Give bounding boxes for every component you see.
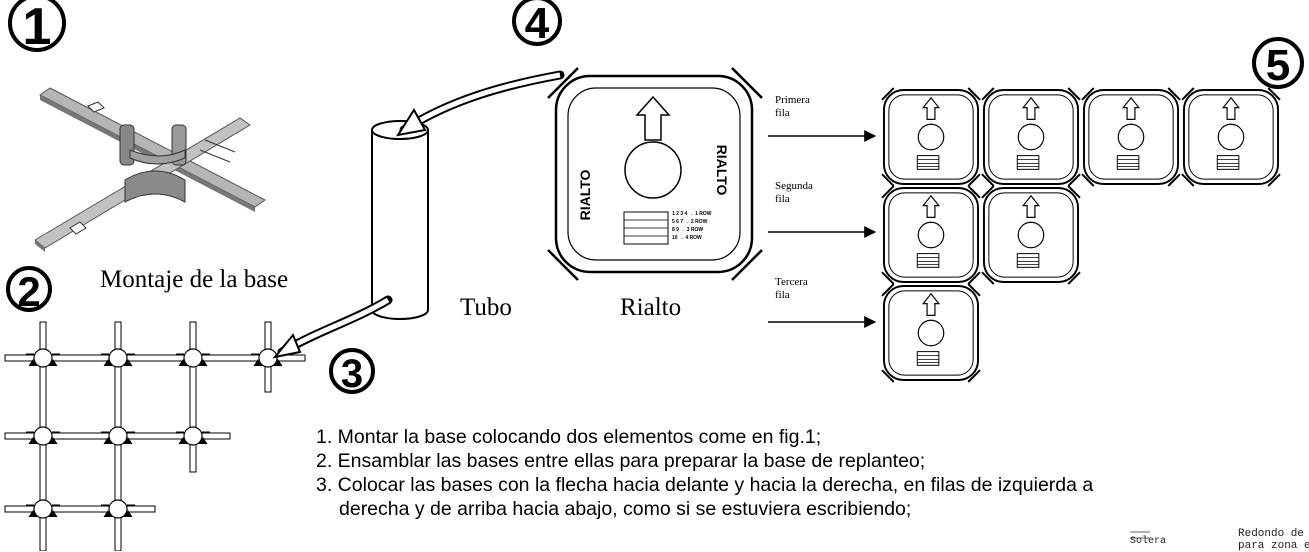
note-solera: Solera (1130, 536, 1167, 547)
base-assembly-illustration (34, 87, 266, 252)
module-legend: 1 2 3 4 → 1 ROW 5 6 7 → 2 ROW 8 9 → 3 RO… (672, 211, 712, 241)
caption-rialto: Rialto (620, 294, 682, 321)
instruction-3: 3. Colocar las bases con la flecha hacia… (316, 474, 1094, 520)
instruction-list: 1. Montar la base colocando dos elemento… (316, 425, 1196, 521)
caption-base-assembly: Montaje de la base (100, 266, 289, 293)
instruction-2: 2. Ensamblar las bases entre ellas para … (316, 450, 926, 472)
step-number-3: 3 (329, 348, 375, 396)
step-number-2: 2 (6, 266, 52, 314)
base-grid-illustration (4, 321, 306, 551)
tube-illustration (371, 120, 429, 320)
instruction-1: 1. Montar la base colocando dos elemento… (316, 426, 822, 448)
rialto-brand-right: RIALTO (714, 145, 730, 196)
module-tiles (881, 87, 1281, 383)
step-number-4: 4 (512, 0, 562, 48)
step-number-5: 5 (1252, 37, 1304, 90)
arrow-rialto-to-tube (399, 70, 565, 135)
rialto-brand-left: RIALTO (577, 169, 593, 220)
step-number-1: 1 (8, 0, 66, 56)
caption-tube: Tubo (460, 294, 512, 321)
rialto-module-large (547, 67, 763, 281)
